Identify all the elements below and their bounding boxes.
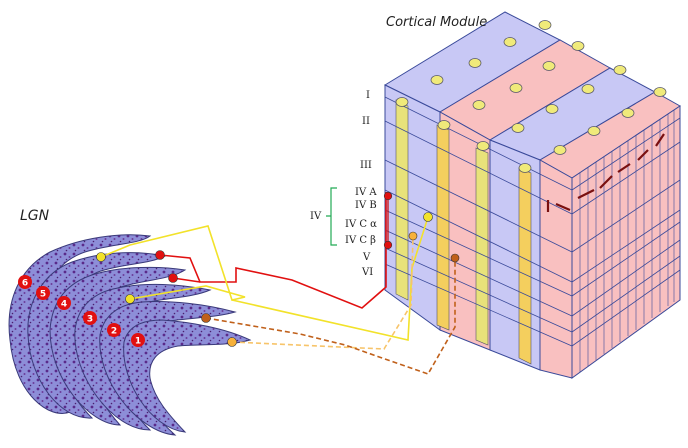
lgn-marker-5: 5 [36, 286, 50, 300]
layer-iv-bracket [326, 187, 337, 246]
svg-text:5: 5 [40, 290, 46, 300]
front-blob-column-4 [518, 167, 532, 365]
layer-label-IV: IV [310, 211, 322, 222]
svg-text:1: 1 [135, 337, 141, 347]
lgn-layer-1-shape [123, 319, 252, 433]
lgn [8, 234, 252, 436]
konio-light-path [231, 235, 414, 350]
front-column-blue-2 [489, 139, 541, 371]
lgn-title: LGN [20, 208, 50, 224]
parvo-path-2 [231, 216, 429, 341]
layer-label-III: III [360, 160, 372, 171]
cortical-title: Cortical Module [386, 15, 487, 30]
front-column-blue-1 [384, 84, 441, 331]
front-blob-column-3 [475, 147, 489, 346]
lgn-marker-6: 6 [18, 275, 32, 289]
magno-path [159, 192, 387, 309]
layer-label-IVB: IV B [355, 200, 377, 211]
layer-label-IVCb: IV C β [345, 235, 376, 246]
lgn-marker-4: 4 [57, 296, 71, 310]
pathways [100, 192, 456, 375]
lgn-marker-2: 2 [107, 323, 121, 337]
svg-text:4: 4 [61, 300, 67, 310]
pathway-dots [96, 191, 460, 347]
svg-text:2: 2 [111, 327, 117, 337]
layer-label-IVA: IV A [355, 187, 377, 198]
top-blobs [395, 20, 667, 173]
side-streak [546, 133, 665, 212]
side-hatching [579, 110, 675, 372]
lgn-marker-3: 3 [83, 311, 97, 325]
lgn-layer-markers: 1 2 3 4 5 6 [18, 275, 145, 347]
layer-label-II: II [362, 116, 370, 127]
layer-label-VI: VI [361, 267, 373, 278]
svg-text:3: 3 [87, 315, 93, 325]
front-blob-column-2 [436, 124, 450, 331]
konio-dark-path [205, 258, 456, 375]
layer-labels: I II III IV A IV B IV C α IV C β V VI IV [310, 90, 377, 278]
lgn-marker-1: 1 [131, 333, 145, 347]
layer-label-V: V [362, 252, 371, 263]
layer-label-IVCa: IV C α [345, 219, 377, 230]
layer-label-I: I [366, 90, 370, 101]
svg-text:6: 6 [22, 279, 28, 289]
